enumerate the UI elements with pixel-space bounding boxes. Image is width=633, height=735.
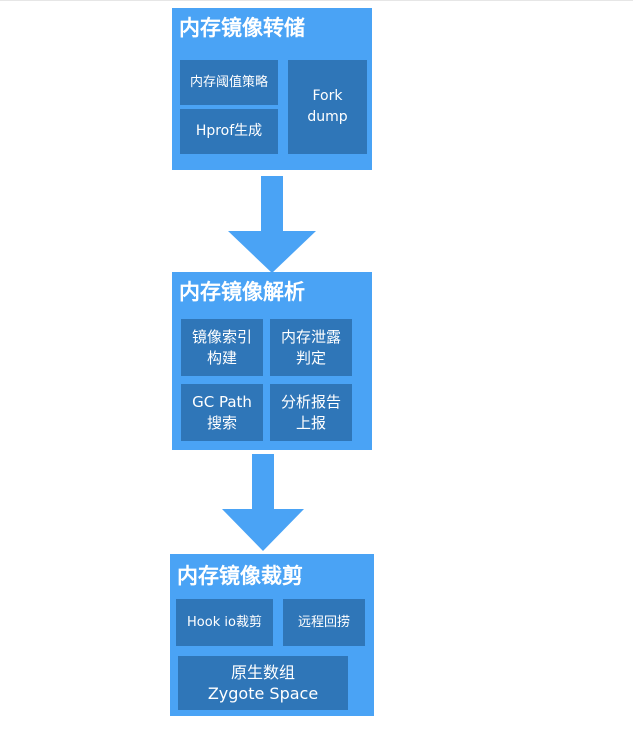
box-remote-fetch: 远程回捞	[283, 599, 365, 646]
section-memory-trim: 内存镜像裁剪 Hook io裁剪 远程回捞 原生数组 Zygote Space	[170, 554, 374, 716]
section-memory-dump: 内存镜像转储 内存阈值策略 Hprof生成 Fork dump	[172, 8, 372, 170]
down-arrow	[228, 176, 316, 273]
box-leak-judge: 内存泄露 判定	[270, 319, 352, 376]
section-title: 内存镜像裁剪	[177, 564, 303, 588]
box-index-build: 镜像索引 构建	[181, 319, 263, 376]
box-gc-path-search: GC Path 搜索	[181, 384, 263, 441]
box-fork-dump: Fork dump	[288, 60, 367, 154]
box-memory-threshold-policy: 内存阈值策略	[180, 60, 278, 105]
box-hprof-generation: Hprof生成	[180, 109, 278, 154]
box-hook-io-trim: Hook io裁剪	[176, 599, 273, 646]
box-native-array-zygote: 原生数组 Zygote Space	[178, 656, 348, 710]
section-title: 内存镜像转储	[179, 16, 305, 40]
down-arrow	[222, 454, 304, 551]
section-memory-parse: 内存镜像解析 镜像索引 构建 内存泄露 判定 GC Path 搜索 分析报告 上…	[172, 272, 372, 450]
box-report-upload: 分析报告 上报	[270, 384, 352, 441]
section-title: 内存镜像解析	[179, 280, 305, 304]
top-divider	[0, 0, 633, 1]
